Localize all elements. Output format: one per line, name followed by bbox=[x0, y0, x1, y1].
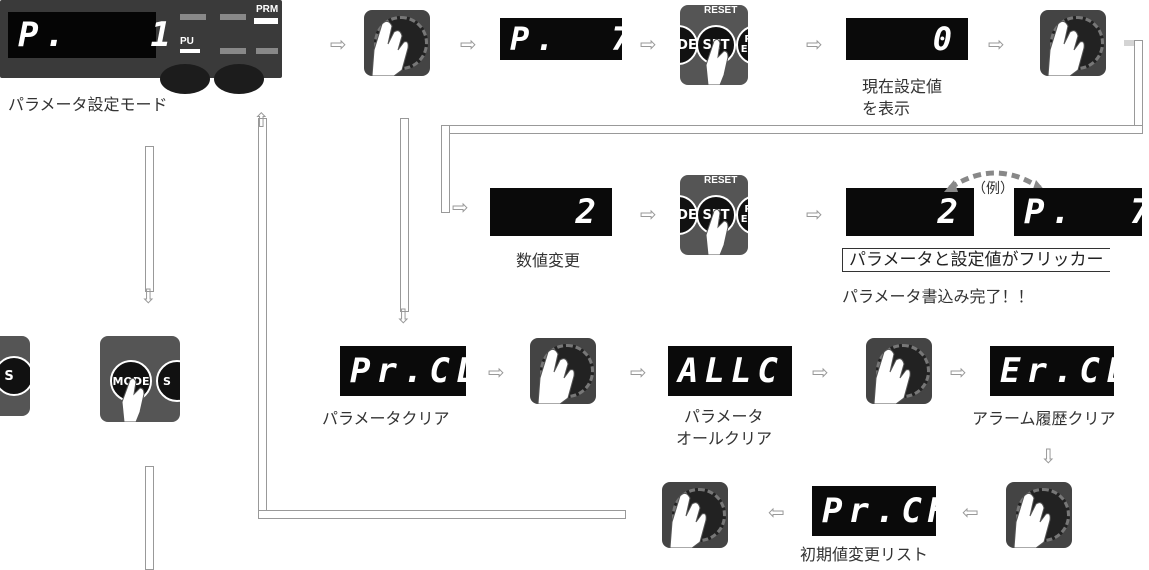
mode-label: DE bbox=[680, 37, 697, 53]
arrow-right: ⇨ bbox=[460, 32, 477, 56]
display-initial-change: Pr.CH bbox=[812, 486, 948, 536]
hand-icon bbox=[1047, 20, 1085, 76]
panel-led bbox=[220, 48, 246, 54]
flow-line-center-vertical bbox=[400, 118, 409, 312]
mode-button-panel: MODE S bbox=[100, 336, 180, 422]
s-button-partial[interactable]: S bbox=[0, 356, 30, 396]
initial-change-label: 初期値変更リスト bbox=[800, 545, 929, 564]
set-button-panel: RESET DE SET PEX bbox=[680, 5, 748, 85]
display-flicker-value: 2 bbox=[846, 188, 974, 236]
arrow-down-center: ⇩ bbox=[395, 304, 412, 328]
display-all-clear: ALLC bbox=[668, 346, 792, 396]
display-flicker-param: P. 79 bbox=[1014, 188, 1149, 236]
dial-knob[interactable] bbox=[662, 482, 728, 548]
arrow-left: ⇦ bbox=[768, 500, 785, 524]
hand-icon bbox=[705, 208, 729, 255]
change-label: 数値変更 bbox=[516, 251, 581, 270]
flow-line-right-down bbox=[1124, 40, 1140, 46]
arrow-down-left: ⇩ bbox=[140, 284, 157, 308]
arrow-left: ⇦ bbox=[962, 500, 979, 524]
param-mode-label: パラメータ設定モード bbox=[8, 95, 168, 114]
dial-knob[interactable] bbox=[1040, 10, 1106, 76]
mode-button-partial[interactable]: DE bbox=[680, 25, 698, 65]
dial-knob[interactable] bbox=[530, 338, 596, 404]
hand-icon bbox=[873, 348, 911, 404]
flow-line-left-vertical-top bbox=[145, 146, 154, 292]
panel-display: P. 1 bbox=[8, 12, 171, 58]
reset-label: RESET bbox=[704, 175, 738, 186]
hand-icon bbox=[121, 377, 145, 422]
display-alarm-clear: Er.CL bbox=[990, 346, 1126, 396]
dial-knob[interactable] bbox=[866, 338, 932, 404]
prm-led bbox=[254, 18, 278, 24]
mode-label: DE bbox=[680, 207, 697, 223]
param-clear-label: パラメータクリア bbox=[322, 409, 450, 428]
panel-led bbox=[220, 14, 246, 20]
current-value-label-1: 現在設定値 bbox=[862, 77, 943, 96]
hand-icon bbox=[371, 20, 409, 76]
hand-icon bbox=[705, 38, 729, 85]
arrow-right: ⇨ bbox=[488, 360, 505, 384]
all-clear-label-1: パラメータ bbox=[684, 407, 764, 426]
arrow-right: ⇨ bbox=[640, 202, 657, 226]
arrow-right: ⇨ bbox=[330, 32, 347, 56]
panel-led bbox=[180, 14, 206, 20]
panel-button[interactable] bbox=[214, 64, 264, 94]
flicker-label: パラメータと設定値がフリッカー bbox=[842, 248, 1110, 272]
flow-line-row1-vertical bbox=[441, 125, 450, 213]
arrow-down: ⇩ bbox=[1040, 444, 1057, 468]
set-button-panel: RESET DE SET PEX bbox=[680, 175, 748, 255]
current-value-label-2: を表示 bbox=[862, 99, 911, 118]
flow-line-row1-horizontal bbox=[441, 125, 1143, 134]
display-changed-value: 2 bbox=[490, 188, 612, 236]
arrow-right: ⇨ bbox=[806, 32, 823, 56]
display-p79: P. 79 bbox=[500, 18, 656, 60]
arrow-right: ⇨ bbox=[812, 360, 829, 384]
display-current-value: 0 bbox=[846, 18, 968, 60]
operation-panel: P. 1 PRM PU bbox=[0, 0, 282, 94]
all-clear-label-2: オールクリア bbox=[676, 429, 773, 448]
pu-label: PU bbox=[180, 36, 194, 47]
alarm-clear-label: アラーム履歴クリア bbox=[972, 409, 1116, 428]
hand-icon bbox=[537, 348, 575, 404]
mode-button-partial[interactable]: DE bbox=[680, 195, 698, 235]
flow-line-right-vertical bbox=[1134, 40, 1143, 132]
flow-line-left-vertical-bottom bbox=[145, 466, 154, 570]
partial-button-panel: S bbox=[0, 336, 30, 416]
flow-line-return-vertical bbox=[258, 118, 267, 518]
flow-line-return-horizontal bbox=[258, 510, 626, 519]
arrow-up-return: ⇧ bbox=[253, 108, 270, 132]
dial-knob[interactable] bbox=[364, 10, 430, 76]
arrow-right: ⇨ bbox=[630, 360, 647, 384]
panel-led bbox=[256, 48, 278, 54]
reset-label: RESET bbox=[704, 5, 738, 16]
example-label: （例） bbox=[972, 181, 1014, 197]
arrow-right: ⇨ bbox=[950, 360, 967, 384]
arrow-into-d4: ⇨ bbox=[452, 195, 469, 219]
prm-label: PRM bbox=[256, 4, 279, 15]
panel-button[interactable] bbox=[160, 64, 210, 94]
dial-knob[interactable] bbox=[1006, 482, 1072, 548]
display-param-clear: Pr.CL bbox=[340, 346, 476, 396]
arrow-right: ⇨ bbox=[640, 32, 657, 56]
hand-icon bbox=[1013, 492, 1051, 548]
pu-led bbox=[180, 49, 200, 53]
arrow-right: ⇨ bbox=[806, 202, 823, 226]
arrow-right: ⇨ bbox=[988, 32, 1005, 56]
hand-icon bbox=[669, 492, 707, 548]
complete-label: パラメータ書込み完了！！ bbox=[842, 287, 1034, 306]
